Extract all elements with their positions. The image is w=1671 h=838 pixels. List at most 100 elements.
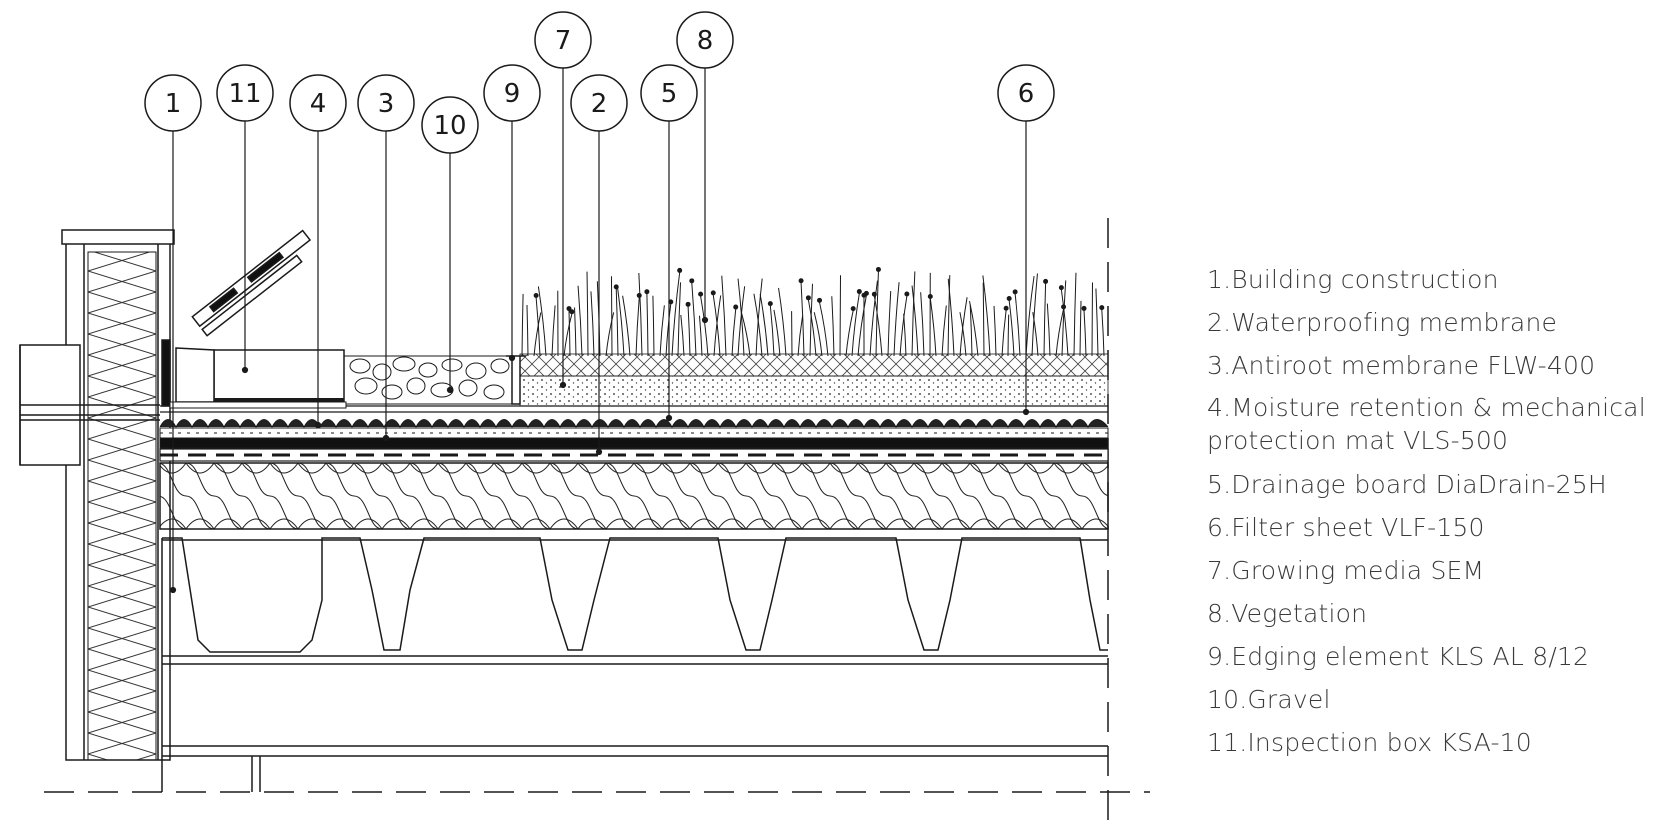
grass-blade — [537, 286, 547, 357]
grass-blade — [800, 282, 805, 357]
grass-blade — [809, 283, 814, 357]
grass-blade — [941, 305, 947, 357]
legend: 1.Building construction 2.Waterproofing … — [1207, 258, 1667, 764]
grass-blade — [652, 295, 655, 357]
callout-label-2: 2 — [591, 89, 608, 119]
grass-blade — [920, 292, 925, 357]
grass-blade — [526, 305, 529, 357]
callout-label-4: 4 — [310, 89, 327, 119]
seed-head — [677, 267, 683, 273]
callout-leader-dot-10 — [446, 386, 454, 394]
seed-head — [689, 278, 695, 284]
grass-blade — [659, 305, 665, 357]
legend-item-6: 6.Filter sheet VLF-150 — [1207, 513, 1485, 542]
grass-blade — [1046, 303, 1051, 357]
grass-blade — [1032, 312, 1039, 357]
callout-leader-dot-5 — [665, 414, 673, 422]
grass-blade — [903, 313, 907, 357]
section-boundary-lines — [44, 218, 1150, 820]
callout-circle-9 — [483, 64, 541, 122]
seed-head — [805, 295, 811, 301]
grass-blade — [712, 294, 721, 357]
grass-blade — [773, 309, 781, 357]
callout-leader-dot-8 — [701, 316, 709, 324]
seed-head — [798, 278, 804, 284]
legend-item-7: 7.Growing media SEM — [1207, 556, 1485, 585]
legend-item-11: 11.Inspection box KSA-10 — [1207, 728, 1532, 757]
callout-circle-4 — [289, 74, 347, 132]
seed-head — [710, 290, 716, 296]
grass-blade — [563, 313, 573, 357]
grass-blade — [947, 275, 951, 357]
wall-assembly — [19, 229, 175, 761]
callout-circle-6 — [997, 64, 1055, 122]
grass-blade — [533, 312, 542, 357]
grass-blade — [769, 305, 775, 357]
grass-blade — [959, 297, 968, 357]
grass-blade — [851, 293, 860, 357]
grass-blade — [1043, 283, 1047, 357]
grass-blade — [680, 314, 685, 357]
legend-item-3: 3.Antiroot membrane FLW-400 — [1207, 351, 1596, 380]
grass-blade — [677, 282, 682, 357]
callout-label-10: 10 — [433, 111, 466, 141]
legend-item-1: 1.Building construction — [1207, 265, 1499, 294]
callout-circle-7 — [534, 11, 592, 69]
seed-head — [685, 301, 691, 307]
grass-blade — [873, 296, 883, 357]
callout-label-1: 1 — [165, 89, 182, 119]
grass-blade — [535, 297, 541, 357]
gravel-strip — [343, 355, 521, 405]
callout-circle-3 — [357, 74, 415, 132]
grass-blade — [845, 310, 854, 357]
callout-circle-1 — [144, 74, 202, 132]
grass-blade — [665, 303, 672, 357]
grass-blade — [911, 285, 919, 357]
callout-circle-11 — [216, 64, 274, 122]
seed-head — [1081, 305, 1087, 311]
structural-deck — [161, 537, 1108, 792]
legend-item-8: 8.Vegetation — [1207, 599, 1368, 628]
grass-blade — [713, 295, 722, 357]
grass-blade — [1095, 288, 1099, 357]
seed-head — [698, 291, 704, 297]
seed-head — [875, 266, 881, 272]
vegetation — [521, 266, 1105, 357]
grass-blade — [521, 293, 524, 357]
grass-blade — [959, 312, 967, 357]
callout-leader-dot-4 — [314, 421, 322, 429]
grass-blade — [698, 315, 703, 357]
seed-head — [1058, 285, 1064, 291]
seed-head — [856, 289, 862, 295]
callout-label-5: 5 — [661, 79, 678, 109]
grass-blade — [616, 286, 625, 357]
seed-head — [1043, 278, 1049, 284]
callout-label-8: 8 — [697, 26, 714, 56]
grass-blade — [586, 271, 589, 357]
grass-blade — [753, 293, 763, 357]
insulation-layer — [159, 462, 1109, 530]
membrane-layers — [159, 405, 1109, 462]
grass-blade — [899, 295, 908, 357]
grass-blade — [887, 290, 892, 357]
seed-head — [767, 301, 773, 307]
seed-head — [566, 306, 572, 312]
callout-label-7: 7 — [555, 26, 572, 56]
edging-element — [506, 355, 526, 405]
grass-blade — [568, 310, 571, 357]
grass-blade — [831, 296, 835, 357]
grass-blade — [869, 280, 878, 357]
grass-blade — [969, 304, 973, 357]
grass-blade — [947, 278, 955, 357]
legend-item-5: 5.Drainage board DiaDrain-25H — [1207, 470, 1607, 499]
callout-circle-10 — [421, 96, 479, 154]
grass-blade — [1008, 300, 1015, 357]
legend-item-9: 9.Edging element KLS AL 8/12 — [1207, 642, 1590, 671]
seed-head — [817, 297, 823, 303]
grass-blade — [605, 312, 615, 357]
callout-label-6: 6 — [1018, 79, 1035, 109]
seed-head — [644, 289, 650, 295]
callout-leaders — [169, 68, 1030, 594]
